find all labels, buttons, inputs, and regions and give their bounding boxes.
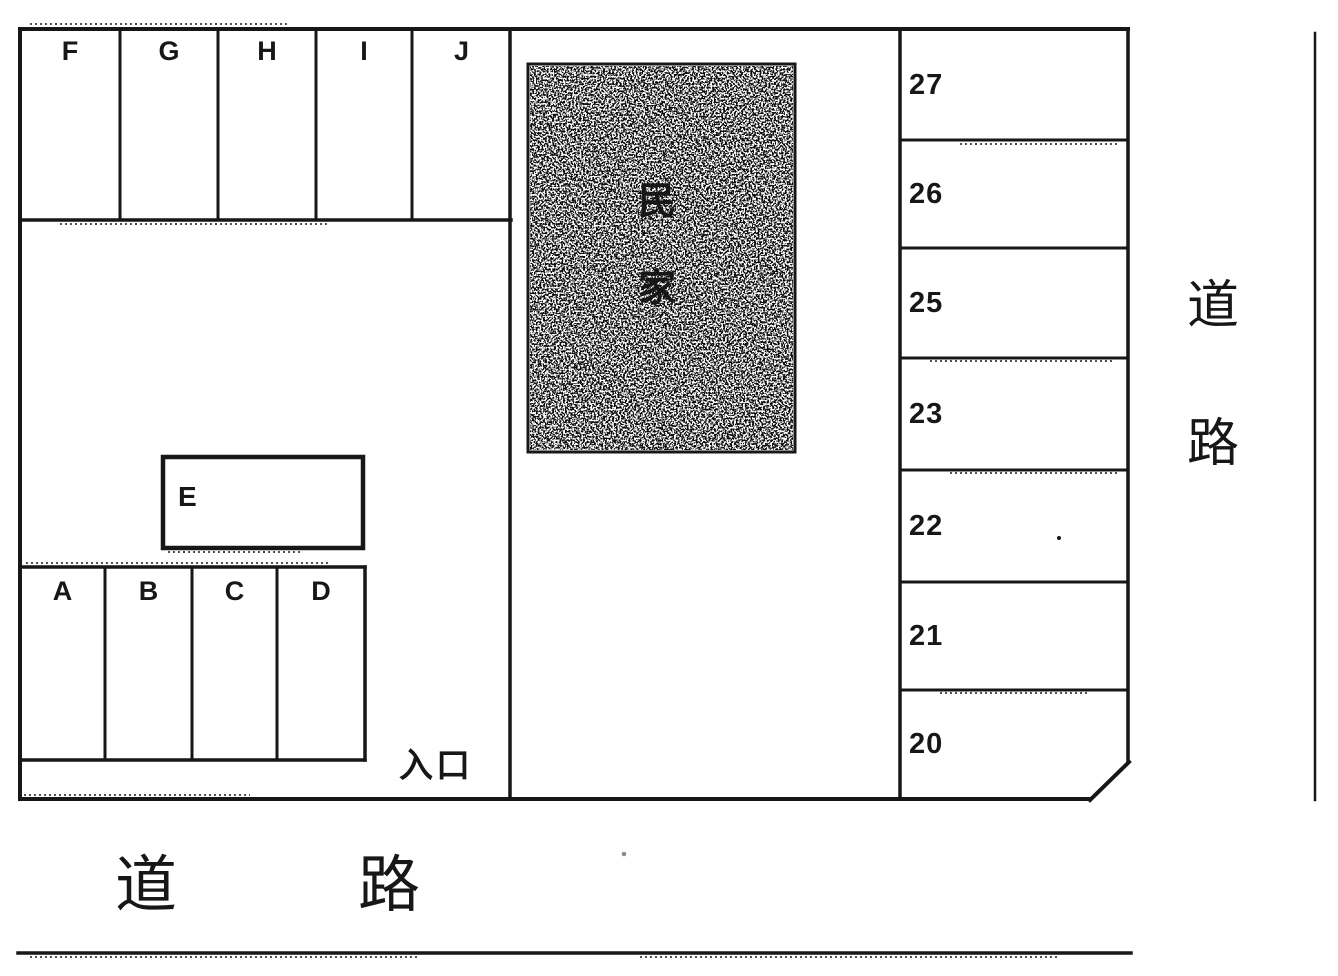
entrance-label: 入口	[399, 747, 473, 785]
building-block	[526, 62, 797, 454]
building-hatching	[530, 66, 793, 450]
road-right-label-top: 道	[1186, 277, 1240, 335]
building-label-top: 民	[637, 181, 677, 223]
stall-e-box	[160, 454, 366, 551]
building-label-bottom: 家	[637, 268, 677, 310]
road-bottom-label-right: 路	[357, 851, 421, 920]
scan-speck	[1057, 536, 1061, 540]
scan-speck	[621, 851, 627, 857]
road-right-label-bottom: 路	[1186, 415, 1240, 473]
road-bottom-label-left: 道	[114, 851, 178, 920]
boundary-bevel-corner-line	[1087, 759, 1132, 803]
